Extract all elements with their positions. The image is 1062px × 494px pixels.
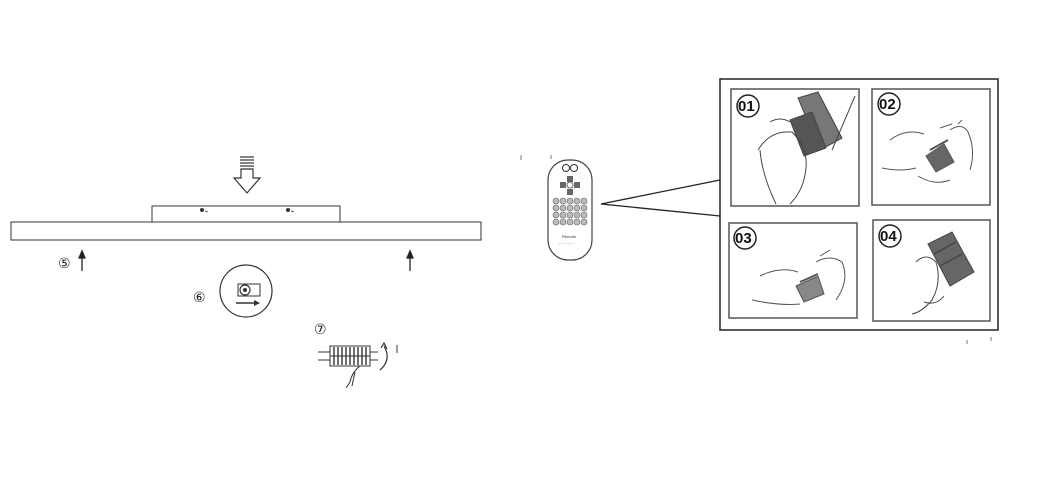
remote-control: Remote ...............: [520, 155, 593, 261]
wire-connector-detail: [318, 341, 398, 389]
svg-text:02: 02: [879, 96, 896, 113]
battery-panel-04: 04: [872, 219, 991, 322]
hand-battery-illustration: [751, 249, 846, 305]
right-arrow-icon: [254, 300, 260, 306]
rotate-arrow-icon: [379, 345, 388, 371]
step-7-label: ⑦: [314, 322, 327, 338]
power-button-icon: [562, 164, 570, 172]
mounting-plate: [151, 205, 341, 223]
step-5-label: ⑤: [58, 256, 71, 272]
step-6-label: ⑥: [193, 290, 206, 306]
mounting-diagram: ⑤ ⑥ ⑦: [10, 156, 482, 389]
remote-small-text: ...............: [558, 240, 575, 245]
battery-panel-02: 02: [871, 88, 991, 206]
rotate-lock-detail: [219, 264, 273, 318]
screw-icon: [200, 208, 290, 212]
dpad-icon: [560, 176, 580, 195]
up-arrow-icon: [406, 249, 414, 271]
callout-pointer: [600, 179, 721, 217]
down-arrow-icon: [232, 156, 262, 194]
power-button-icon: [570, 164, 578, 172]
up-arrow-icon: [78, 249, 86, 271]
lamp-body: [10, 221, 482, 241]
hand-remote-illustration: [911, 231, 975, 315]
keypad-buttons: [552, 197, 588, 226]
remote-brand-text: Remote: [562, 234, 577, 239]
svg-text:01: 01: [738, 98, 755, 115]
svg-text:03: 03: [735, 230, 752, 247]
battery-panel-01: 01: [730, 88, 860, 207]
battery-panel-03: 03: [728, 222, 858, 319]
battery-instructions: 01 02: [719, 78, 999, 344]
hand-remote-illustration: [757, 91, 856, 205]
svg-text:04: 04: [880, 228, 897, 245]
hand-battery-illustration: [881, 119, 974, 183]
